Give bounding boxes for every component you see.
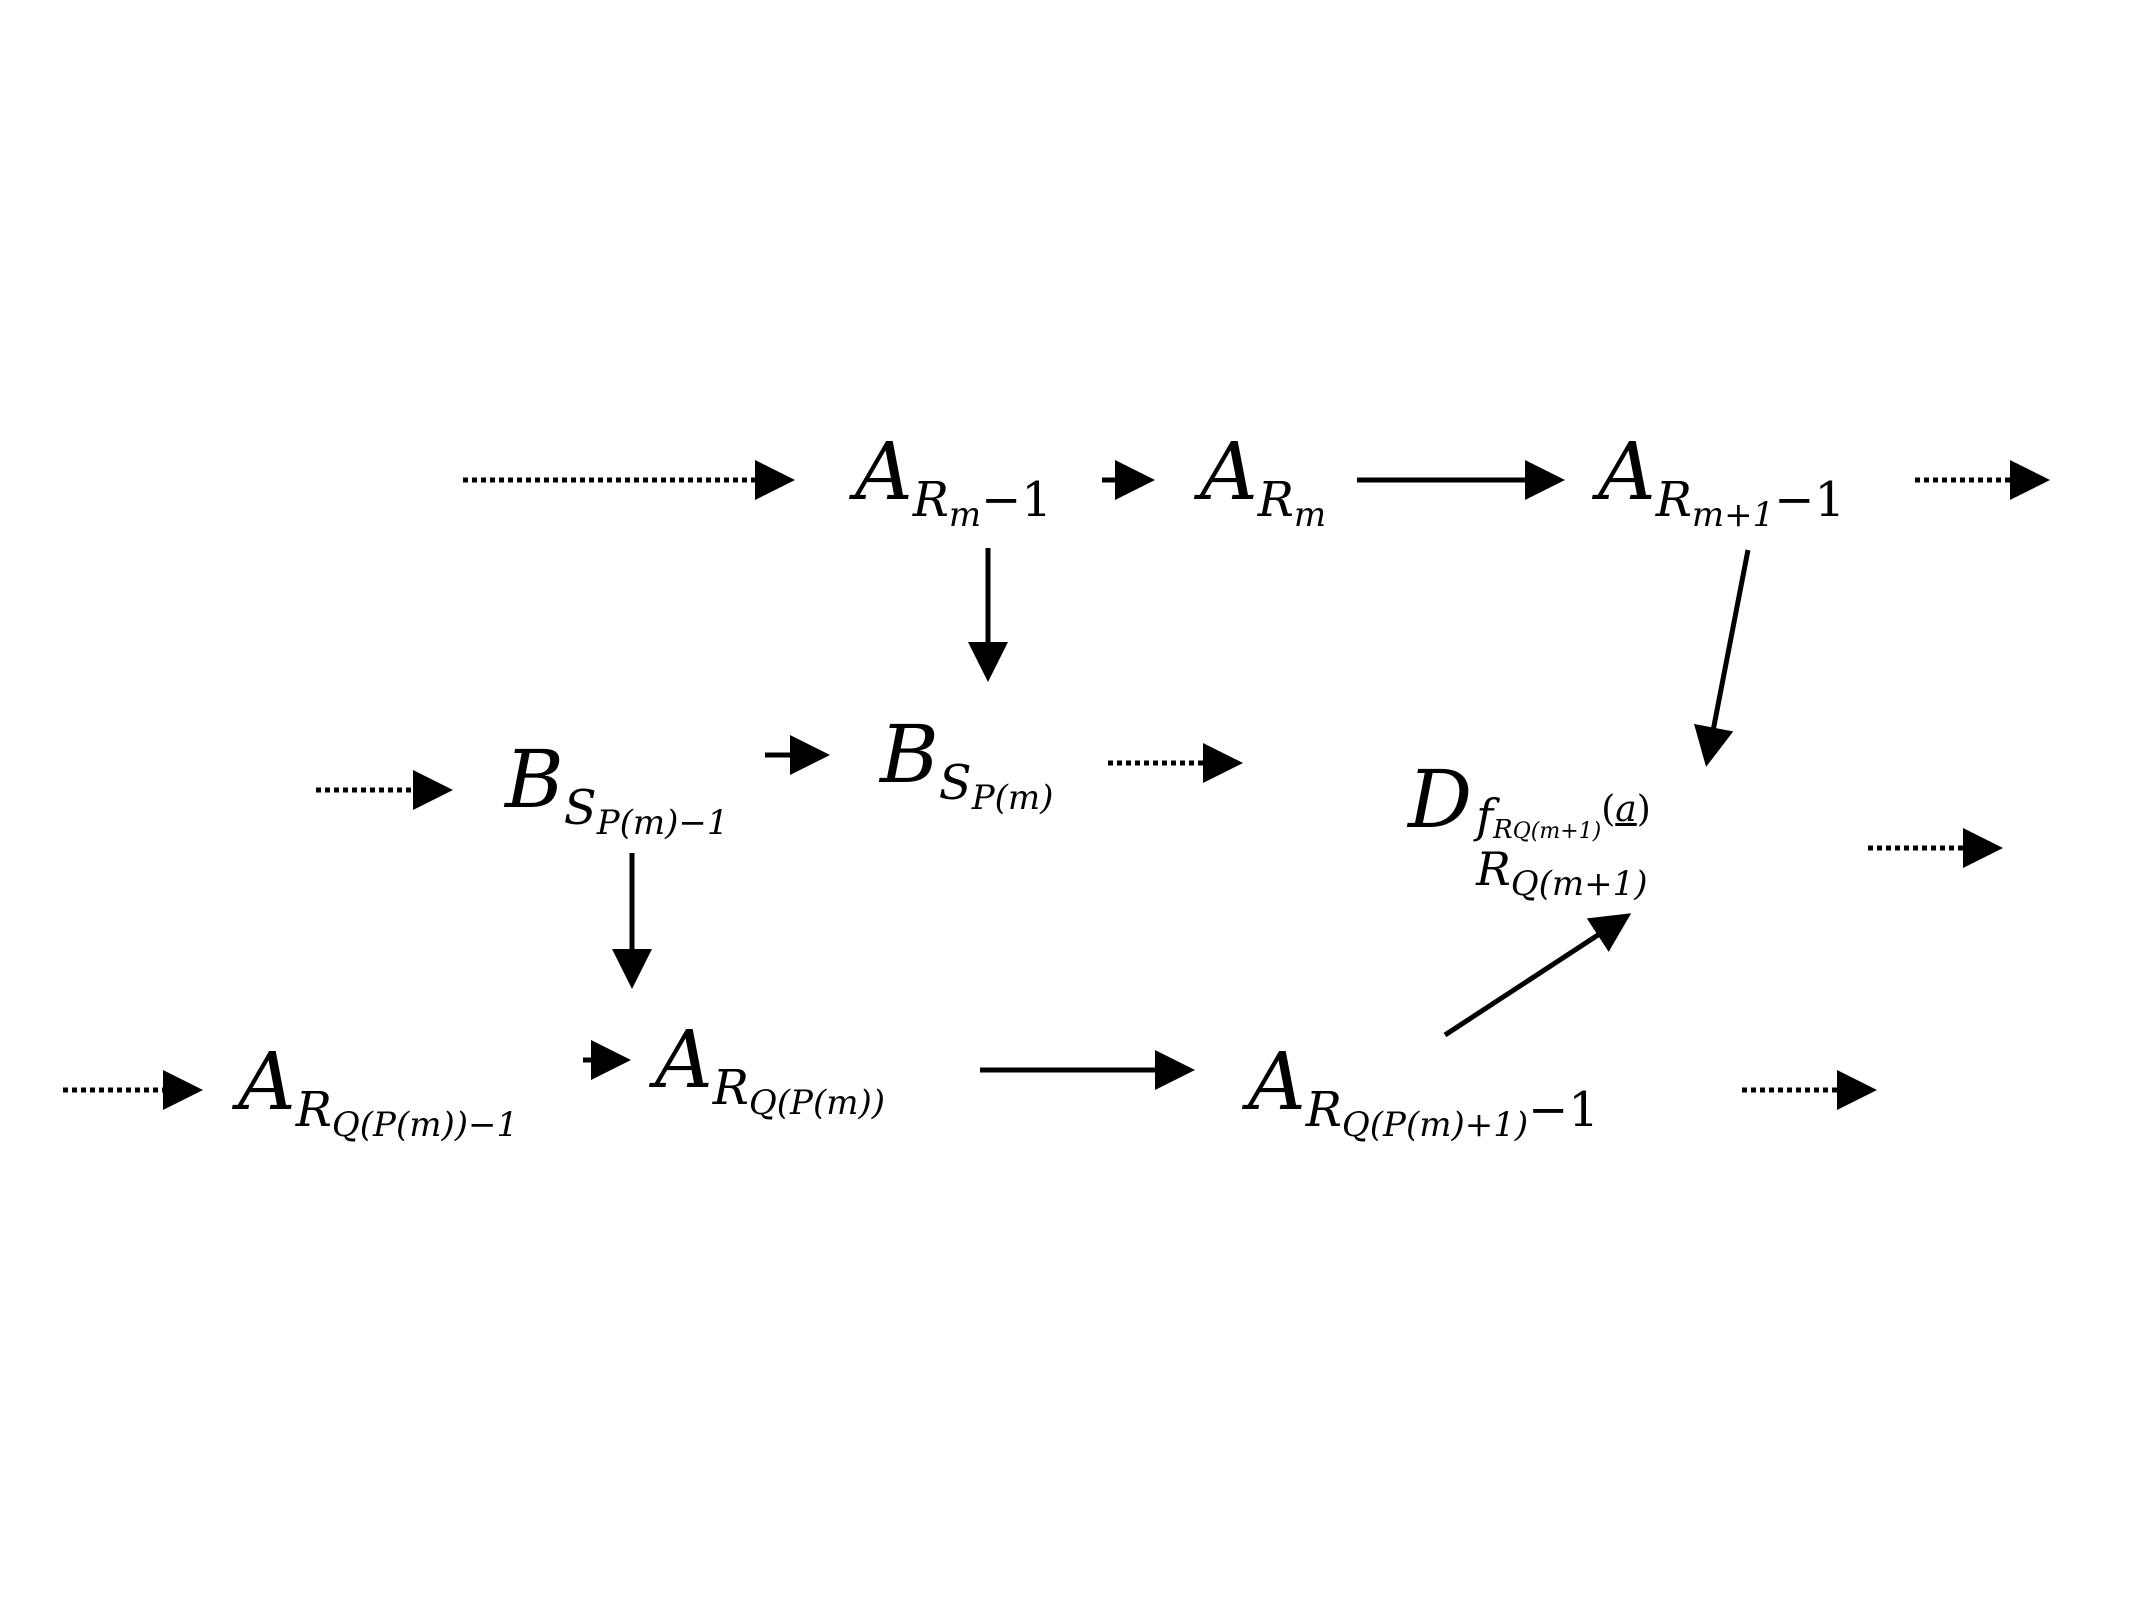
node-sub-r: R (1305, 1081, 1342, 1138)
node-a-rqpm-minus1: ARQ(P(m))−1 (238, 1042, 518, 1142)
node-sub-idx: m+1 (1691, 494, 1775, 535)
edge-a-rqpm1-minus1-to-d (1443, 913, 1632, 1038)
node-base: A (655, 1013, 713, 1106)
node-sub-idx: P(m)−1 (596, 802, 729, 843)
node-b-sp-minus1: BSP(m)−1 (505, 740, 728, 840)
node-sub-idx: Q(P(m)+1) (1341, 1104, 1529, 1145)
node-sub-r: R (295, 1081, 332, 1138)
node-sub-tail: −1 (1774, 471, 1846, 528)
node-base: A (1248, 1035, 1306, 1128)
node-sub-r: R (712, 1059, 749, 1116)
node-subscript: RQ(m+1) (1476, 841, 1648, 904)
node-sub-r: R (912, 471, 949, 528)
node-base: A (1598, 425, 1656, 518)
edge-a-rm1-minus1-to-d (1694, 549, 1751, 767)
node-sub-idx: Q(P(m)) (748, 1082, 885, 1123)
node-d: D fRQ(m+1)(a) RQ(m+1) (1408, 760, 1651, 902)
node-base: A (238, 1035, 296, 1128)
node-a-rm-minus1: ARm−1 (855, 432, 1052, 532)
node-base: A (855, 425, 913, 518)
node-a-rqpm: ARQ(P(m)) (655, 1020, 885, 1120)
node-sub-idx: m (948, 494, 982, 535)
node-base: B (505, 733, 564, 826)
node-sub-r: R (1257, 471, 1294, 528)
node-a-rm1-minus1: ARm+1−1 (1598, 432, 1845, 532)
node-sub-idx: P(m) (971, 777, 1054, 818)
node-a-rm: ARm (1200, 432, 1326, 532)
node-sub-tail: −1 (981, 471, 1052, 528)
node-sub-s: S (563, 779, 597, 836)
node-base: D (1408, 753, 1473, 846)
node-sub-idx: Q(P(m))−1 (331, 1104, 519, 1145)
node-sub-idx: m (1293, 494, 1327, 535)
node-b-sp: BSP(m) (880, 715, 1053, 815)
node-base: A (1200, 425, 1258, 518)
node-base: B (880, 708, 939, 801)
node-sub-tail: −1 (1528, 1081, 1599, 1138)
node-superscript: fRQ(m+1)(a) (1476, 788, 1651, 846)
node-sub-s: S (938, 754, 972, 811)
node-sub-r: R (1655, 471, 1692, 528)
node-a-rqpm1-minus1: ARQ(P(m)+1)−1 (1248, 1042, 1599, 1142)
